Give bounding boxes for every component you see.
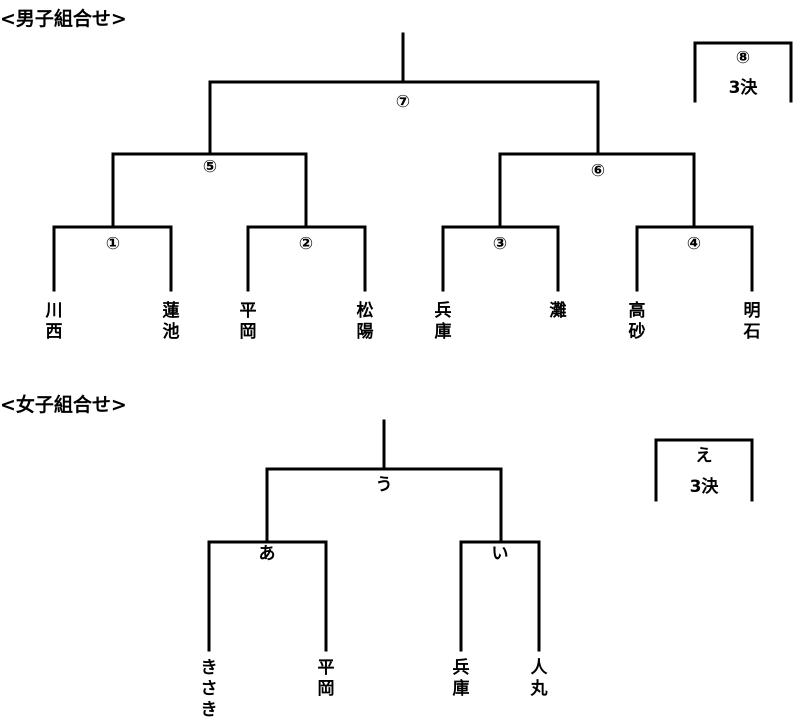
men-team-4-char-0: 兵 — [435, 300, 452, 321]
women-team-0-char-1: さ — [201, 679, 218, 699]
men-team-3-char-1: 陽 — [357, 322, 374, 342]
women-team-3-char-0: 人 — [531, 658, 549, 678]
match-5-label: ⑤ — [203, 157, 217, 177]
match-6-label: ⑥ — [591, 161, 605, 181]
men-team-7-char-0: 明 — [744, 301, 761, 321]
men-match-labels: ⑦ ⑤ ⑥ ① ② ③ ④ ⑧ 3決 — [106, 48, 759, 254]
match-2-label: ② — [299, 234, 313, 254]
men-third-place-label: 3決 — [729, 77, 759, 98]
men-bracket-lines — [52, 32, 793, 292]
match-1-label: ① — [106, 234, 120, 254]
men-team-7-char-1: 石 — [743, 322, 761, 342]
women-bracket-heading: <女子組合せ> — [0, 393, 127, 416]
women-team-2-char-1: 庫 — [453, 678, 470, 699]
men-team-2-char-1: 岡 — [240, 322, 257, 342]
men-team-1-char-1: 池 — [163, 321, 180, 342]
match-a-label: あ — [259, 544, 276, 564]
women-bracket-lines — [207, 419, 754, 652]
men-teams: 川 西 蓮 池 平 岡 松 陽 兵 庫 灘 高 砂 明 石 — [45, 300, 761, 342]
men-team-6-char-1: 砂 — [629, 321, 646, 342]
match-8-label: ⑧ — [736, 48, 750, 68]
women-team-0-char-0: き — [201, 658, 218, 678]
match-7-label: ⑦ — [396, 92, 410, 112]
men-team-1-char-0: 蓮 — [163, 300, 180, 321]
women-team-1-char-0: 平 — [318, 658, 335, 678]
men-team-0-char-0: 川 — [45, 301, 63, 321]
women-team-1-char-1: 岡 — [318, 679, 335, 699]
men-team-4-char-1: 庫 — [435, 321, 452, 342]
women-team-0-char-2: き — [201, 700, 218, 720]
women-team-2-char-0: 兵 — [453, 657, 470, 678]
men-bracket-heading: <男子組合せ> — [0, 7, 127, 30]
match-e-label: え — [696, 446, 713, 466]
women-third-place-label: 3決 — [690, 476, 720, 497]
men-team-6-char-0: 高 — [629, 300, 646, 321]
match-4-label: ④ — [687, 234, 701, 254]
men-team-0-char-1: 西 — [46, 322, 63, 342]
match-3-label: ③ — [493, 234, 507, 254]
women-match-labels: う あ い え 3決 — [259, 446, 720, 564]
men-team-5-char-0: 灘 — [550, 300, 567, 321]
match-u-label: う — [376, 475, 393, 495]
men-team-3-char-0: 松 — [357, 300, 374, 321]
men-team-2-char-0: 平 — [240, 301, 257, 321]
women-teams: き さ き 平 岡 兵 庫 人 丸 — [201, 657, 549, 720]
match-i-label: い — [492, 544, 509, 564]
women-team-3-char-1: 丸 — [530, 678, 549, 699]
